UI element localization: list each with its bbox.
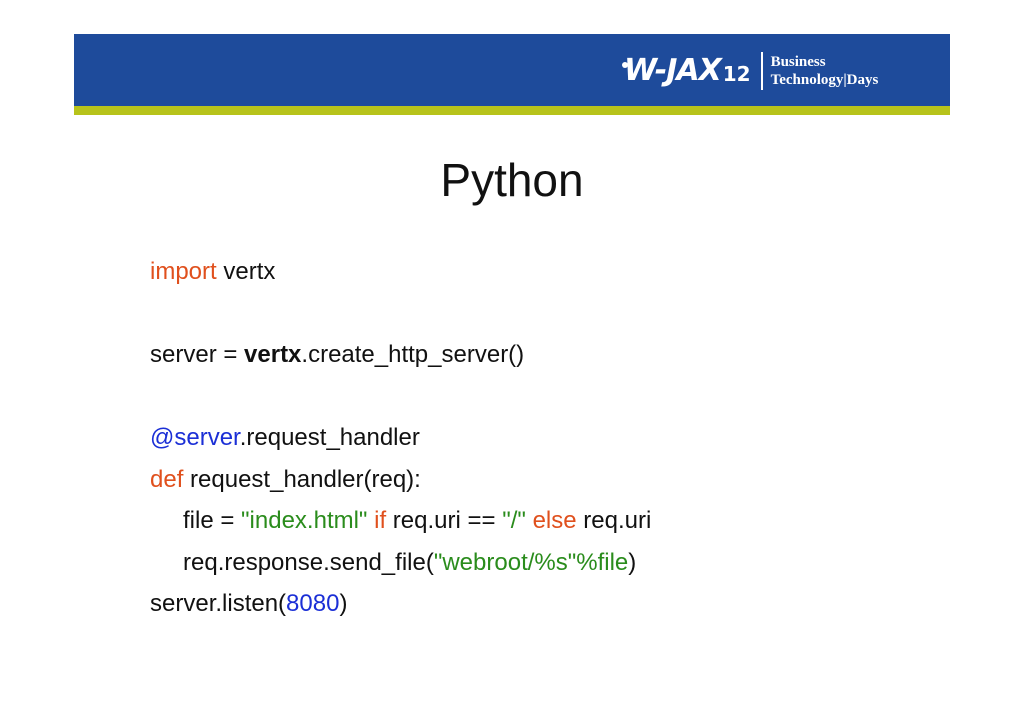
code-keyword: import xyxy=(150,258,217,285)
logo-divider xyxy=(760,52,763,90)
code-line-1: import vertx xyxy=(150,252,651,294)
code-text: ) xyxy=(628,548,637,576)
code-line-blank xyxy=(150,377,651,419)
header-stripe xyxy=(74,106,950,115)
code-keyword: else xyxy=(532,507,577,534)
code-line-blank xyxy=(150,294,651,336)
code-text xyxy=(526,507,533,534)
code-number: 8080 xyxy=(286,590,340,617)
logo-dot-icon xyxy=(622,62,628,68)
code-string: "webroot/%s"%file xyxy=(433,548,629,576)
logo-line-2: Technology|Days xyxy=(770,72,879,88)
code-text: req.uri == xyxy=(386,507,503,534)
code-text: vertx xyxy=(216,258,276,285)
code-string: "/" xyxy=(502,507,526,534)
code-text: .request_handler xyxy=(239,424,420,451)
code-line-5: @server.request_handler xyxy=(150,418,651,460)
logo-brand: W-JAX xyxy=(624,53,722,88)
wjax-logo: W-JAX 12 Business Technology|Days xyxy=(622,44,879,98)
code-text: .create_http_server() xyxy=(301,341,525,368)
code-text: server.listen( xyxy=(150,590,287,617)
code-text: request_handler(req): xyxy=(183,465,421,493)
code-decorator: @server xyxy=(150,424,240,451)
code-line-6: def request_handler(req): xyxy=(150,460,651,502)
code-line-8: req.response.send_file("webroot/%s"%file… xyxy=(150,543,651,585)
code-line-3: server = vertx.create_http_server() xyxy=(150,335,651,377)
code-text-bold: vertx xyxy=(244,341,302,368)
code-text: server = xyxy=(150,341,245,368)
code-text: req.response.send_file( xyxy=(183,548,434,576)
code-block: import vertx server = vertx.create_http_… xyxy=(150,252,651,626)
logo-line-1: Business xyxy=(770,54,826,70)
logo-text: Business Technology|Days xyxy=(771,53,879,89)
code-text: req.uri xyxy=(576,507,652,534)
code-keyword: def xyxy=(150,465,184,493)
code-line-9: server.listen(8080) xyxy=(150,584,651,626)
code-text: file = xyxy=(183,507,242,534)
code-keyword: if xyxy=(374,507,387,534)
code-string: "index.html" xyxy=(241,507,368,534)
header-banner xyxy=(74,34,950,106)
logo-number: 12 xyxy=(722,62,751,86)
code-line-7: file = "index.html" if req.uri == "/" el… xyxy=(150,501,651,543)
slide-title: Python xyxy=(440,154,584,206)
code-text: ) xyxy=(339,590,348,617)
logo-mark: W-JAX 12 xyxy=(622,53,751,88)
